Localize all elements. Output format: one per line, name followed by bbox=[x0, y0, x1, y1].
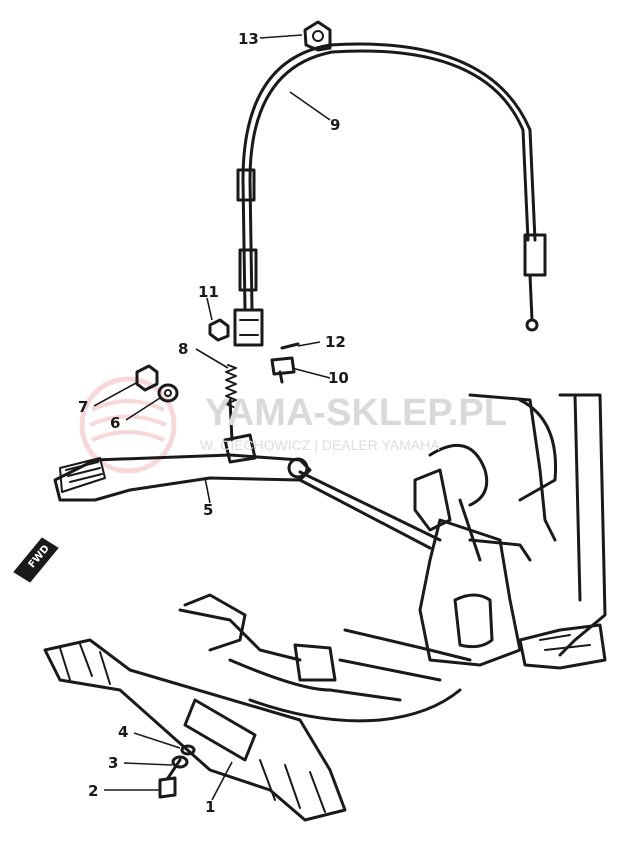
nut-11 bbox=[208, 318, 230, 342]
watermark-logo bbox=[79, 376, 177, 474]
callout-2: 2 bbox=[88, 782, 98, 800]
callout-leaders bbox=[93, 34, 331, 801]
cotter-pin-12 bbox=[280, 342, 300, 350]
callout-9: 9 bbox=[330, 116, 340, 134]
callout-1: 1 bbox=[205, 798, 215, 816]
bolt-2 bbox=[158, 758, 182, 799]
callout-6: 6 bbox=[110, 414, 120, 432]
brake-cable bbox=[236, 42, 547, 332]
callout-12: 12 bbox=[325, 333, 346, 351]
footrest-assembly bbox=[43, 593, 472, 822]
fwd-arrow: FWD bbox=[13, 537, 59, 583]
cable-clevis bbox=[233, 308, 264, 347]
callout-13: 13 bbox=[238, 30, 259, 48]
callout-5: 5 bbox=[203, 501, 213, 519]
callout-7: 7 bbox=[78, 398, 88, 416]
callout-11: 11 bbox=[198, 283, 219, 301]
cable-clamp bbox=[303, 20, 332, 52]
spring-8 bbox=[225, 364, 237, 409]
pin-10 bbox=[270, 356, 296, 384]
watermark-subtitle: W. CIECHOWICZ | DEALER YAMAHA bbox=[200, 437, 440, 453]
callout-8: 8 bbox=[178, 340, 188, 358]
washer-6 bbox=[157, 383, 179, 403]
watermark-brand: YAMA-SKLEP.PL bbox=[205, 392, 507, 434]
brake-rod bbox=[298, 470, 442, 550]
washer-3 bbox=[171, 755, 189, 769]
frame bbox=[413, 393, 607, 670]
spacer-4 bbox=[180, 744, 196, 756]
callout-3: 3 bbox=[108, 754, 118, 772]
nut-7 bbox=[135, 364, 159, 392]
callout-10: 10 bbox=[328, 369, 349, 387]
callout-4: 4 bbox=[118, 723, 128, 741]
